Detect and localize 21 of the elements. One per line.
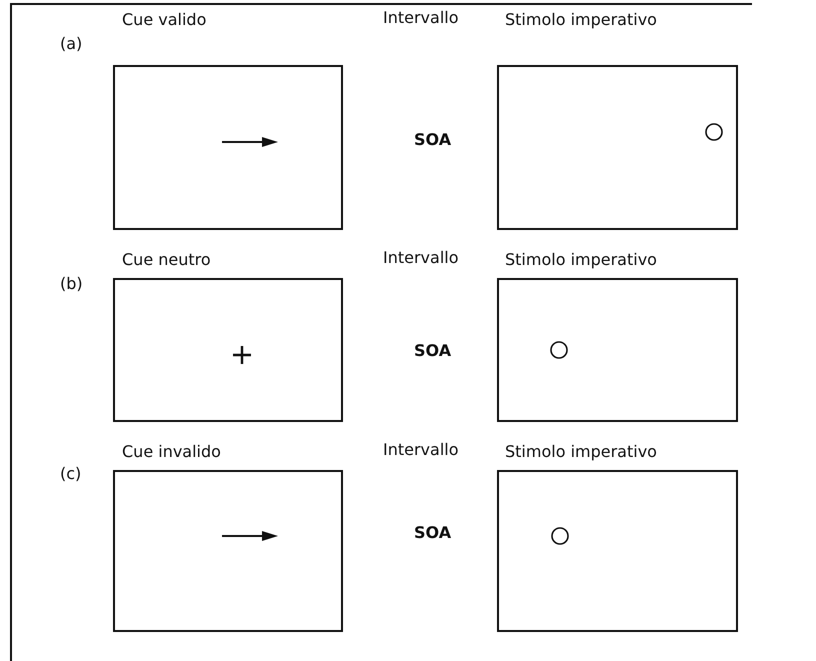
circle-icon [549, 340, 569, 360]
column-heading: Intervallo [383, 440, 459, 459]
circle-icon [550, 526, 570, 546]
panel-letter: (a) [60, 34, 82, 53]
interval-label: SOA [414, 341, 452, 360]
frame-heading: Cue invalido [122, 442, 221, 461]
plus-icon [232, 345, 252, 365]
circle-icon [704, 122, 724, 142]
interval-label: SOA [414, 130, 452, 149]
arrow-icon [222, 529, 278, 543]
frame-heading: Stimolo imperativo [505, 250, 657, 269]
panel-letter: (b) [60, 274, 83, 293]
frame-heading: Stimolo imperativo [505, 442, 657, 461]
frame-heading: Stimolo imperativo [505, 10, 657, 29]
column-heading: Intervallo [383, 8, 459, 27]
frame-heading: Cue valido [122, 10, 206, 29]
column-heading: Intervallo [383, 248, 459, 267]
interval-label: SOA [414, 523, 452, 542]
arrow-icon [222, 135, 278, 149]
panel-letter: (c) [60, 464, 82, 483]
frame-heading: Cue neutro [122, 250, 211, 269]
